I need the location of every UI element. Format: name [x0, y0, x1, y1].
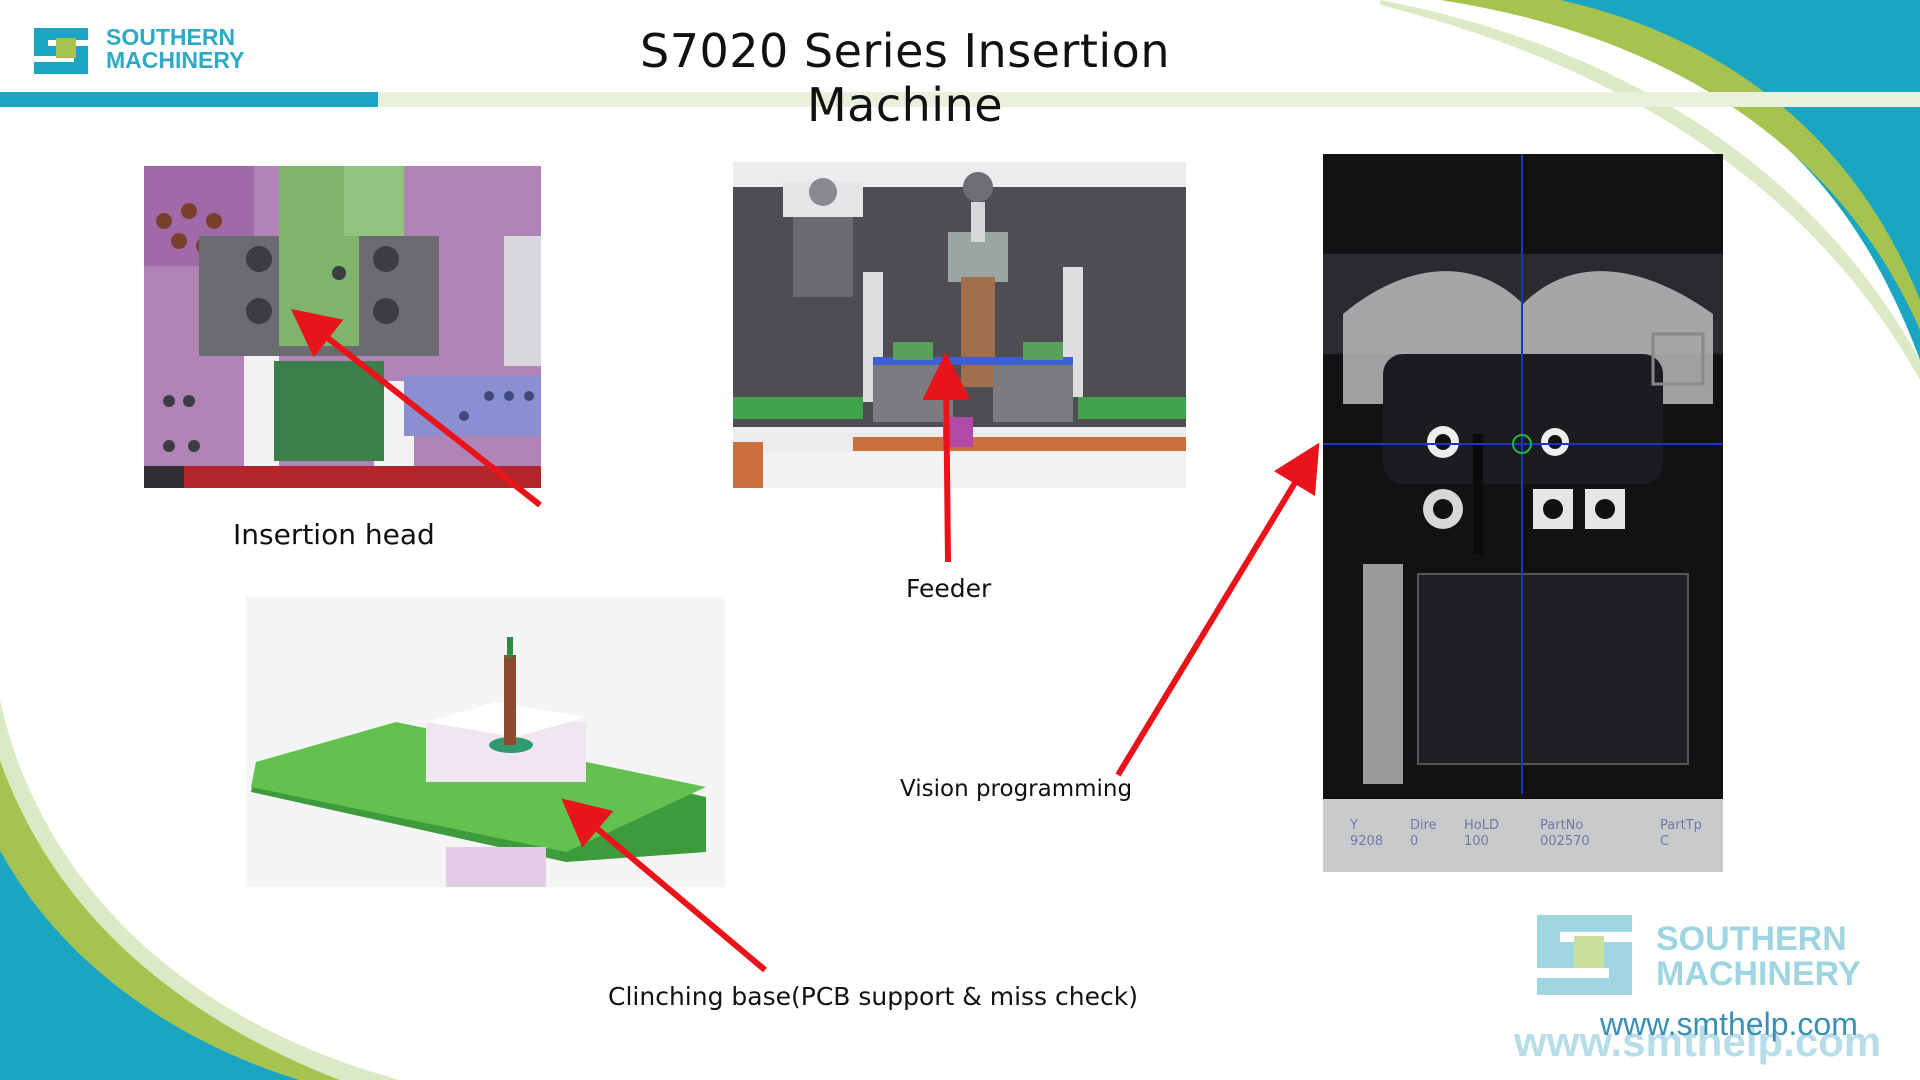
readout-label: Y [1350, 818, 1358, 833]
page-title: S7020 Series Insertion Machine [640, 24, 1170, 132]
brand-name-watermark: SOUTHERN MACHINERY [1656, 922, 1861, 992]
brand-name-line1: SOUTHERN [1656, 920, 1847, 958]
brand-logo-watermark-icon [1537, 915, 1632, 995]
readout-value: 9208 [1350, 834, 1384, 849]
readout-label: PartTp [1660, 818, 1702, 833]
readout-value: 100 [1464, 834, 1489, 849]
website-watermark: www.smthelp.com [1514, 1018, 1882, 1065]
cad-rendering-icon [144, 166, 541, 488]
header-divider-accent [0, 92, 378, 107]
cad-rendering-icon [733, 162, 1186, 488]
insertion-head-image [144, 166, 541, 488]
readout-value: C [1660, 834, 1670, 849]
readout-label: HoLD [1464, 818, 1499, 833]
brand-name-line2: MACHINERY [1656, 955, 1861, 993]
readout-column: HoLD 100 [1464, 818, 1499, 850]
brand-name: SOUTHERN MACHINERY [106, 26, 244, 72]
clinching-base-caption: Clinching base(PCB support & miss check) [608, 982, 1138, 1011]
header-divider [378, 92, 1920, 107]
feeder-image [733, 162, 1186, 488]
vision-readout: Y 9208 Dire 0 HoLD 100 PartNo 002570 Par… [1340, 818, 1710, 864]
cad-rendering-icon [246, 597, 725, 887]
brand-name-line2: MACHINERY [106, 47, 245, 73]
vision-programming-image [1323, 154, 1723, 872]
readout-value: 0 [1410, 834, 1419, 849]
brand-name-line1: SOUTHERN [106, 24, 236, 50]
readout-label: PartNo [1540, 818, 1584, 833]
readout-column: Y 9208 [1350, 818, 1383, 850]
brand-logo-icon [34, 28, 88, 74]
camera-image-icon [1323, 154, 1723, 872]
feeder-caption: Feeder [906, 574, 992, 603]
vision-programming-caption: Vision programming [900, 776, 1133, 802]
readout-column: PartTp C [1660, 818, 1702, 850]
readout-column: Dire 0 [1410, 818, 1437, 850]
website-link[interactable]: www.smthelp.com [1600, 1006, 1858, 1042]
readout-column: PartNo 002570 [1540, 818, 1590, 850]
clinching-base-image [246, 597, 725, 887]
insertion-head-caption: Insertion head [233, 518, 435, 551]
readout-label: Dire [1410, 818, 1437, 833]
readout-value: 002570 [1540, 834, 1590, 849]
